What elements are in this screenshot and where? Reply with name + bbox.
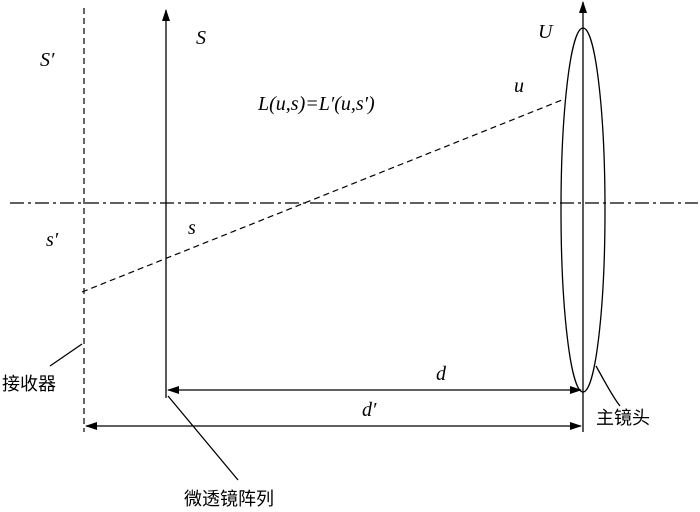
label-U: U [538,21,554,43]
label-u: u [514,75,524,97]
label-equation: L(u,s)=L′(u,s′) [257,93,375,115]
label-s: s [188,217,196,239]
receiver-leader-line [49,343,83,367]
label-s-prime: s′ [46,229,59,251]
label-d-prime: d′ [362,399,377,421]
label-main-lens: 主镜头 [596,408,650,429]
label-S-prime: S′ [40,49,55,71]
label-receiver: 接收器 [2,374,56,395]
main-lens-leader-line [595,365,621,407]
microlens-leader-line [167,395,239,481]
light-ray [81,99,563,293]
label-d: d [436,363,447,385]
label-microlens-array: 微透镜阵列 [184,489,274,510]
label-S: S [196,27,206,49]
